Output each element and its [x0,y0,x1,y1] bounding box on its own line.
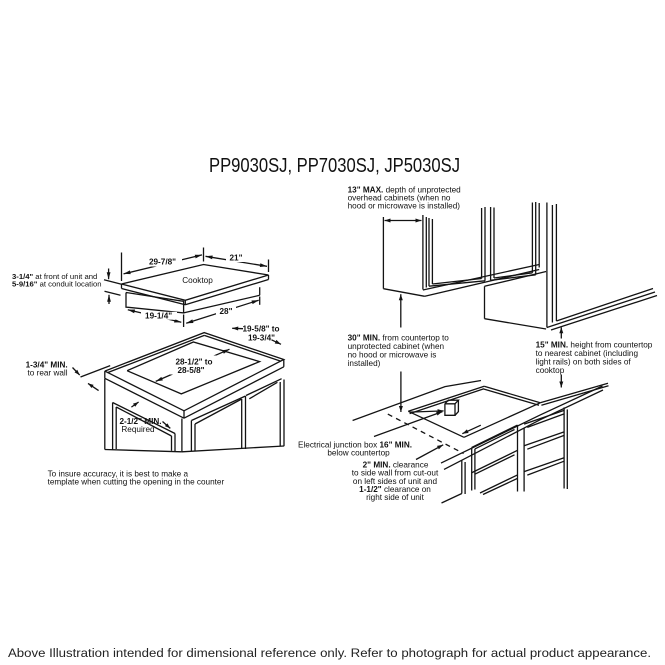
svg-text:unprotected cabinet (when: unprotected cabinet (when [348,342,445,351]
svg-text:Cooktop: Cooktop [182,276,213,285]
svg-text:light rails) on both sides of: light rails) on both sides of [536,357,632,366]
svg-text:28": 28" [220,307,233,316]
svg-text:Above Illustration intended fo: Above Illustration intended for dimensio… [8,646,651,660]
svg-text:29-7/8": 29-7/8" [149,258,176,267]
svg-text:right side of unit: right side of unit [366,493,425,502]
svg-text:template when cutting the open: template when cutting the opening in the… [48,478,225,487]
svg-text:hood or microwave is installed: hood or microwave is installed) [348,201,461,210]
svg-text:1-1/2" clearance on: 1-1/2" clearance on [359,485,431,494]
svg-text:Electrical junction box 16" MI: Electrical junction box 16" MIN. [298,440,412,449]
svg-text:1-3/4" MIN.: 1-3/4" MIN. [26,360,68,369]
svg-text:To insure accuracy, it is best: To insure accuracy, it is best to make a [48,469,189,478]
svg-text:installed): installed) [348,359,381,368]
svg-text:21": 21" [230,254,243,263]
svg-text:15" MIN. height from counterto: 15" MIN. height from countertop [536,340,653,349]
svg-text:30" MIN. from countertop to: 30" MIN. from countertop to [348,333,450,342]
svg-text:28-5/8": 28-5/8" [177,366,204,375]
svg-text:3-1/4" at front of unit and: 3-1/4" at front of unit and [12,272,97,281]
svg-text:below countertop: below countertop [327,449,390,458]
svg-text:on left sides of unit and: on left sides of unit and [353,477,438,486]
svg-text:2" MIN. clearance: 2" MIN. clearance [363,461,429,470]
svg-text:19-3/4": 19-3/4" [248,333,275,342]
svg-text:2-1/2" MIN.: 2-1/2" MIN. [119,417,161,426]
svg-text:to nearest cabinet (including: to nearest cabinet (including [536,349,639,358]
svg-text:13" MAX. depth of unprotected: 13" MAX. depth of unprotected [348,185,462,194]
svg-text:19-5/8" to: 19-5/8" to [242,324,279,333]
svg-text:Required: Required [121,425,155,434]
svg-text:PP9030SJ, PP7030SJ, JP5030SJ: PP9030SJ, PP7030SJ, JP5030SJ [209,155,460,177]
svg-text:19-1/4": 19-1/4" [145,312,172,321]
svg-text:no hood or microwave is: no hood or microwave is [348,350,437,359]
svg-text:overhead cabinets (when no: overhead cabinets (when no [348,193,451,202]
svg-text:28-1/2" to: 28-1/2" to [175,358,212,367]
svg-text:5-9/16" at conduit location: 5-9/16" at conduit location [12,280,102,289]
svg-text:to rear wall: to rear wall [28,369,68,378]
svg-text:to side wall from cut-out: to side wall from cut-out [352,469,439,478]
svg-text:cooktop: cooktop [536,366,565,375]
